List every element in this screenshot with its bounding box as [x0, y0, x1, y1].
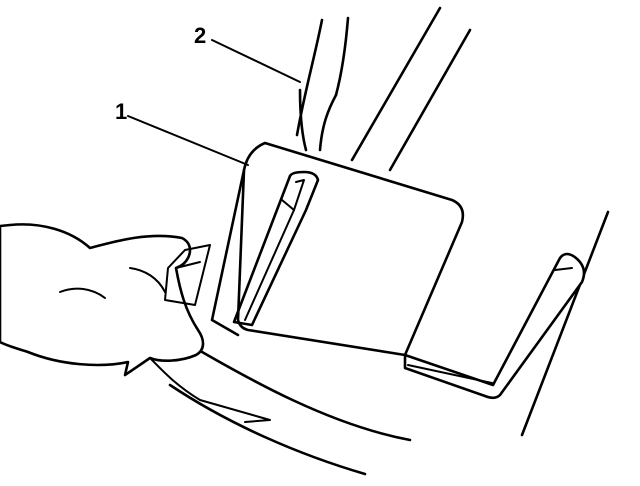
leader-lines — [127, 39, 301, 166]
tube — [350, 6, 472, 172]
bracket — [210, 141, 586, 400]
rod — [295, 16, 350, 152]
post — [520, 210, 610, 437]
rail — [168, 343, 412, 476]
callout-2: 2 — [194, 23, 206, 48]
leader-line-1 — [127, 115, 249, 166]
callout-1: 1 — [115, 99, 127, 124]
leader-line-2 — [211, 39, 301, 83]
hand — [0, 223, 271, 423]
